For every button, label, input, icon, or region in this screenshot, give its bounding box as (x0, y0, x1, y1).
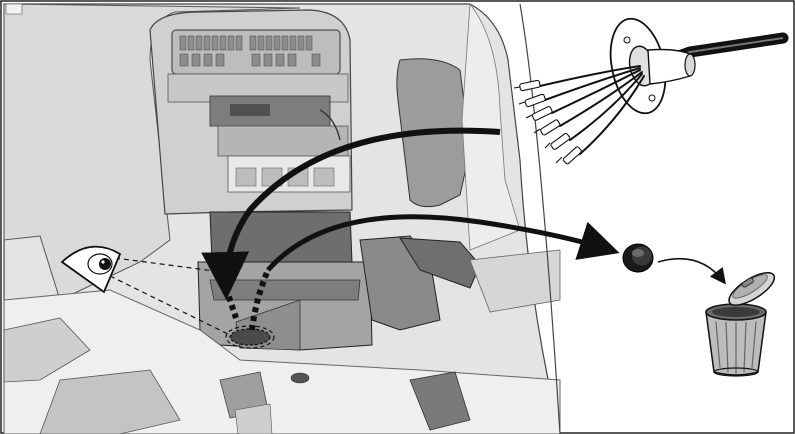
grommet-hole-marker (230, 329, 270, 345)
round-plug-icon (623, 244, 653, 272)
